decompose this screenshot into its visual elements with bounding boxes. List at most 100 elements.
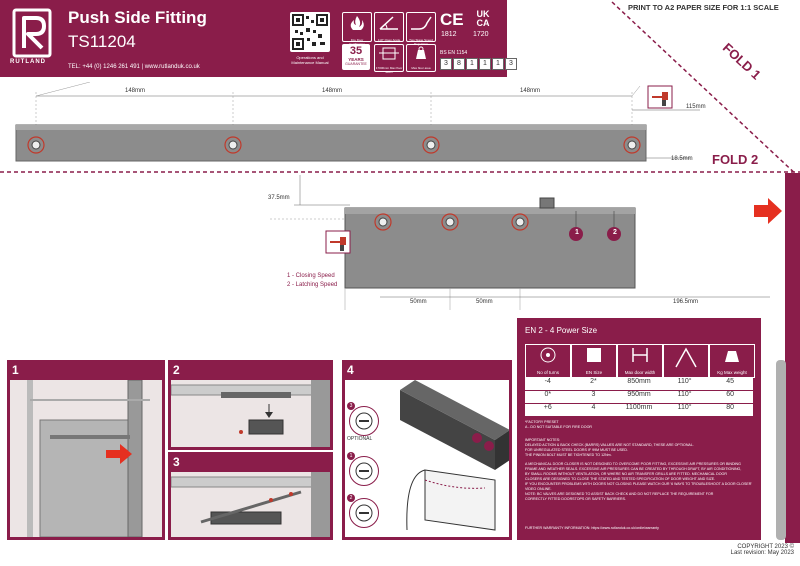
guarantee-badge: 35 YEARS GUARANTEE xyxy=(342,44,370,70)
dim-196-5: 196.5mm xyxy=(673,299,699,305)
closer-body xyxy=(344,207,636,289)
optional-label: OPTIONAL xyxy=(347,436,373,442)
arrow-right-icon xyxy=(106,444,132,464)
brand-name: RUTLAND xyxy=(10,59,46,65)
bs-standard-label: BS EN 1154 xyxy=(440,50,468,56)
en-size-icon xyxy=(587,348,601,362)
screwdriver-icon xyxy=(355,412,373,430)
qr-code[interactable] xyxy=(290,12,330,52)
product-title: Push Side Fitting xyxy=(68,8,207,27)
step-3-panel: 3 xyxy=(168,452,333,540)
qr-code-icon xyxy=(292,14,328,50)
drill-hole[interactable] xyxy=(224,136,242,154)
step-4-marker-3: 3 xyxy=(347,402,355,410)
drill-hole[interactable] xyxy=(422,136,440,154)
valve-2-marker xyxy=(607,227,621,241)
badge-speed-regulation: Two Stage Speed Regulation xyxy=(406,12,436,46)
door-width-icon xyxy=(379,47,399,60)
step-3-number: 3 xyxy=(173,455,180,469)
step-4-marker-1: 1 xyxy=(347,452,355,460)
power-size-panel: EN 2 - 4 Power Size No of turns EN Size … xyxy=(517,318,761,540)
step-2-illustration xyxy=(171,380,330,447)
contact-info: TEL: +44 (0) 1246 261 491 | www.rutlandu… xyxy=(68,64,200,70)
speed-curve-icon xyxy=(411,16,432,30)
power-size-table: -4 2* 850mm 110° 45 0* 3 950mm 110° 60 +… xyxy=(525,378,753,416)
step-4-marker-2: 2 xyxy=(347,494,355,502)
angle-icon xyxy=(379,16,398,30)
copyright-text: COPYRIGHT 2023 © xyxy=(737,544,794,550)
dim-148-a: 148mm xyxy=(125,88,146,94)
arrow-right-icon xyxy=(754,198,782,224)
valve-1-marker xyxy=(472,433,482,443)
turns-icon xyxy=(540,347,556,363)
door-hinge xyxy=(776,360,786,540)
valve-1-number: 1 xyxy=(575,229,579,236)
important-notes: IMPORTANT NOTES: DELAYED ACTION & BACK C… xyxy=(525,438,753,501)
step-4-number: 4 xyxy=(347,363,354,377)
dim-50-a: 50mm xyxy=(410,299,427,305)
rutland-logo-icon xyxy=(12,8,52,58)
factory-preset-note: *FACTORY PRESET xyxy=(525,420,559,424)
ukca-number: 1720 xyxy=(473,31,489,38)
drill-hole[interactable] xyxy=(27,136,45,154)
valve-2-marker xyxy=(484,441,494,451)
closing-speed-adjuster xyxy=(349,456,379,486)
header-banner: RUTLAND Push Side Fitting TS11204 TEL: +… xyxy=(0,0,517,77)
qr-caption: Operations and Maintenance Manual xyxy=(291,55,329,65)
table-row: 0* 3 950mm 110° 60 xyxy=(525,391,753,404)
weight-icon xyxy=(416,46,426,59)
dim-148-b: 148mm xyxy=(322,88,343,94)
print-note: PRINT TO A2 PAPER SIZE FOR 1:1 SCALE xyxy=(628,3,779,12)
step-3-illustration xyxy=(171,472,330,537)
badge-fire-door: Fire Door Certification xyxy=(342,12,372,46)
revision-text: Last revision: May 2023 xyxy=(730,550,794,556)
step-2-panel: 2 xyxy=(168,360,333,450)
dim-37-5: 37.5mm xyxy=(268,195,290,201)
optional-adjuster xyxy=(349,406,379,436)
table-row: -4 2* 850mm 110° 45 xyxy=(525,378,753,391)
closer-body-template xyxy=(270,175,770,310)
ce-number: 1812 xyxy=(441,31,457,38)
step-2-number: 2 xyxy=(173,363,180,377)
header-en-size: EN Size xyxy=(571,344,617,378)
power-size-title: EN 2 - 4 Power Size xyxy=(525,326,598,335)
closing-speed-label: 1 - Closing Speed xyxy=(287,273,335,279)
ce-mark: CE xyxy=(440,10,464,29)
pinion xyxy=(539,197,555,209)
step-4-panel: 4 3 OPTIONAL 1 2 xyxy=(342,360,512,540)
door-width-icon xyxy=(632,348,648,362)
badge-floor-width: 17000mm Max floor width xyxy=(374,44,404,74)
latching-speed-label: 2 - Latching Speed xyxy=(287,282,338,288)
header-weight: Kg Max weight xyxy=(709,344,755,378)
product-code: TS11204 xyxy=(68,32,136,51)
drill-hole[interactable] xyxy=(441,213,459,231)
bracket-bar xyxy=(15,124,647,162)
weight-icon xyxy=(725,351,739,362)
fire-door-note: A - DO NOT SUITABLE FOR FIRE DOOR xyxy=(525,425,592,429)
step-1-panel: 1 xyxy=(7,360,165,540)
copyright-block: COPYRIGHT 2023 © Last revision: May 2023 xyxy=(730,544,794,556)
ukca-mark: UK CA xyxy=(476,9,490,28)
drill-hole[interactable] xyxy=(374,213,392,231)
header-angle xyxy=(663,344,709,378)
screwdriver-icon xyxy=(355,462,373,480)
fold-1-label: FOLD 1 xyxy=(719,40,764,83)
warranty-link[interactable]: FURTHER WARRANTY INFORMATION: https://ww… xyxy=(525,526,659,530)
drill-icon xyxy=(325,230,351,254)
step-1-number: 1 xyxy=(12,363,19,377)
valve-2-number: 2 xyxy=(613,229,617,236)
header-turns: No of turns xyxy=(525,344,571,378)
drill-hole[interactable] xyxy=(623,136,641,154)
table-row: +6 4 1100mm 110° 80 xyxy=(525,404,753,416)
dim-148-c: 148mm xyxy=(520,88,541,94)
dim-50-b: 50mm xyxy=(476,299,493,305)
drill-icon xyxy=(647,85,673,109)
classification-code: 3 8 1 1 1 3 xyxy=(440,58,517,70)
table-header: No of turns EN Size Max door width Kg Ma… xyxy=(525,344,755,378)
fold-2-label: FOLD 2 xyxy=(712,152,759,167)
valve-1-marker xyxy=(569,227,583,241)
drill-hole[interactable] xyxy=(511,213,529,231)
badge-open-angle: 110° Open Angle xyxy=(374,12,404,42)
step-1-illustration xyxy=(10,380,162,537)
header-door-width: Max door width xyxy=(617,344,663,378)
